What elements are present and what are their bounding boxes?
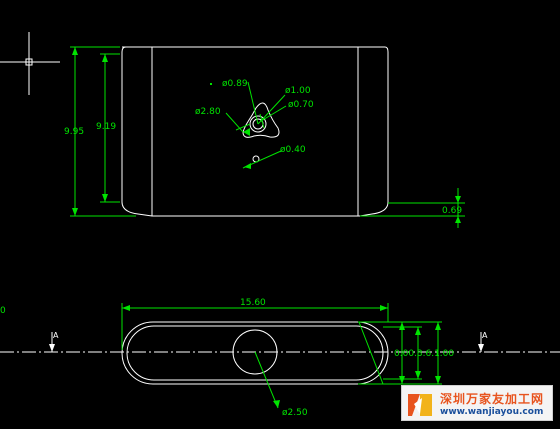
dim-right-offset: 0.69 — [442, 206, 462, 216]
left-marker: 0 — [0, 306, 6, 316]
front-view-slot — [121, 321, 389, 385]
callout-trefoil: ø2.80 — [195, 107, 221, 117]
dim-inner-height: 9.19 — [96, 122, 116, 132]
watermark-badge: 深圳万家友加工网 www.wanjiayou.com — [401, 385, 553, 421]
section-label-right: A — [482, 331, 488, 340]
top-view-outline — [121, 46, 389, 217]
center-mark-dot — [210, 83, 212, 85]
callout-hole-center: ø1.00 — [285, 86, 311, 96]
watermark-url: www.wanjiayou.com — [440, 407, 544, 417]
dim-overall-height: 9.95 — [64, 127, 84, 137]
top-view-dimensions — [70, 46, 465, 228]
watermark-name: 深圳万家友加工网 — [440, 392, 545, 406]
section-marker-left: A — [49, 331, 59, 352]
dim-right-stack: 0.00.3.6.1.00 — [394, 349, 454, 359]
callout-hole-inner: ø0.70 — [288, 100, 314, 110]
section-marker-right: A — [478, 331, 488, 352]
callout-hole-top: ø0.89 — [222, 79, 248, 89]
dim-length: 15.60 — [240, 298, 266, 308]
hole-leaders — [225, 81, 287, 169]
front-view-arrowheads — [122, 305, 441, 408]
top-view-arrowheads — [72, 47, 461, 223]
section-label-left: A — [53, 331, 59, 340]
callout-small-hole: ø0.40 — [280, 145, 306, 155]
crosshair-cursor-icon — [0, 32, 60, 95]
front-view-dimensions — [121, 303, 442, 409]
watermark-logo-icon — [408, 394, 432, 416]
callout-circle: ø2.50 — [282, 408, 308, 418]
hole-leader-arrowheads — [243, 128, 251, 169]
